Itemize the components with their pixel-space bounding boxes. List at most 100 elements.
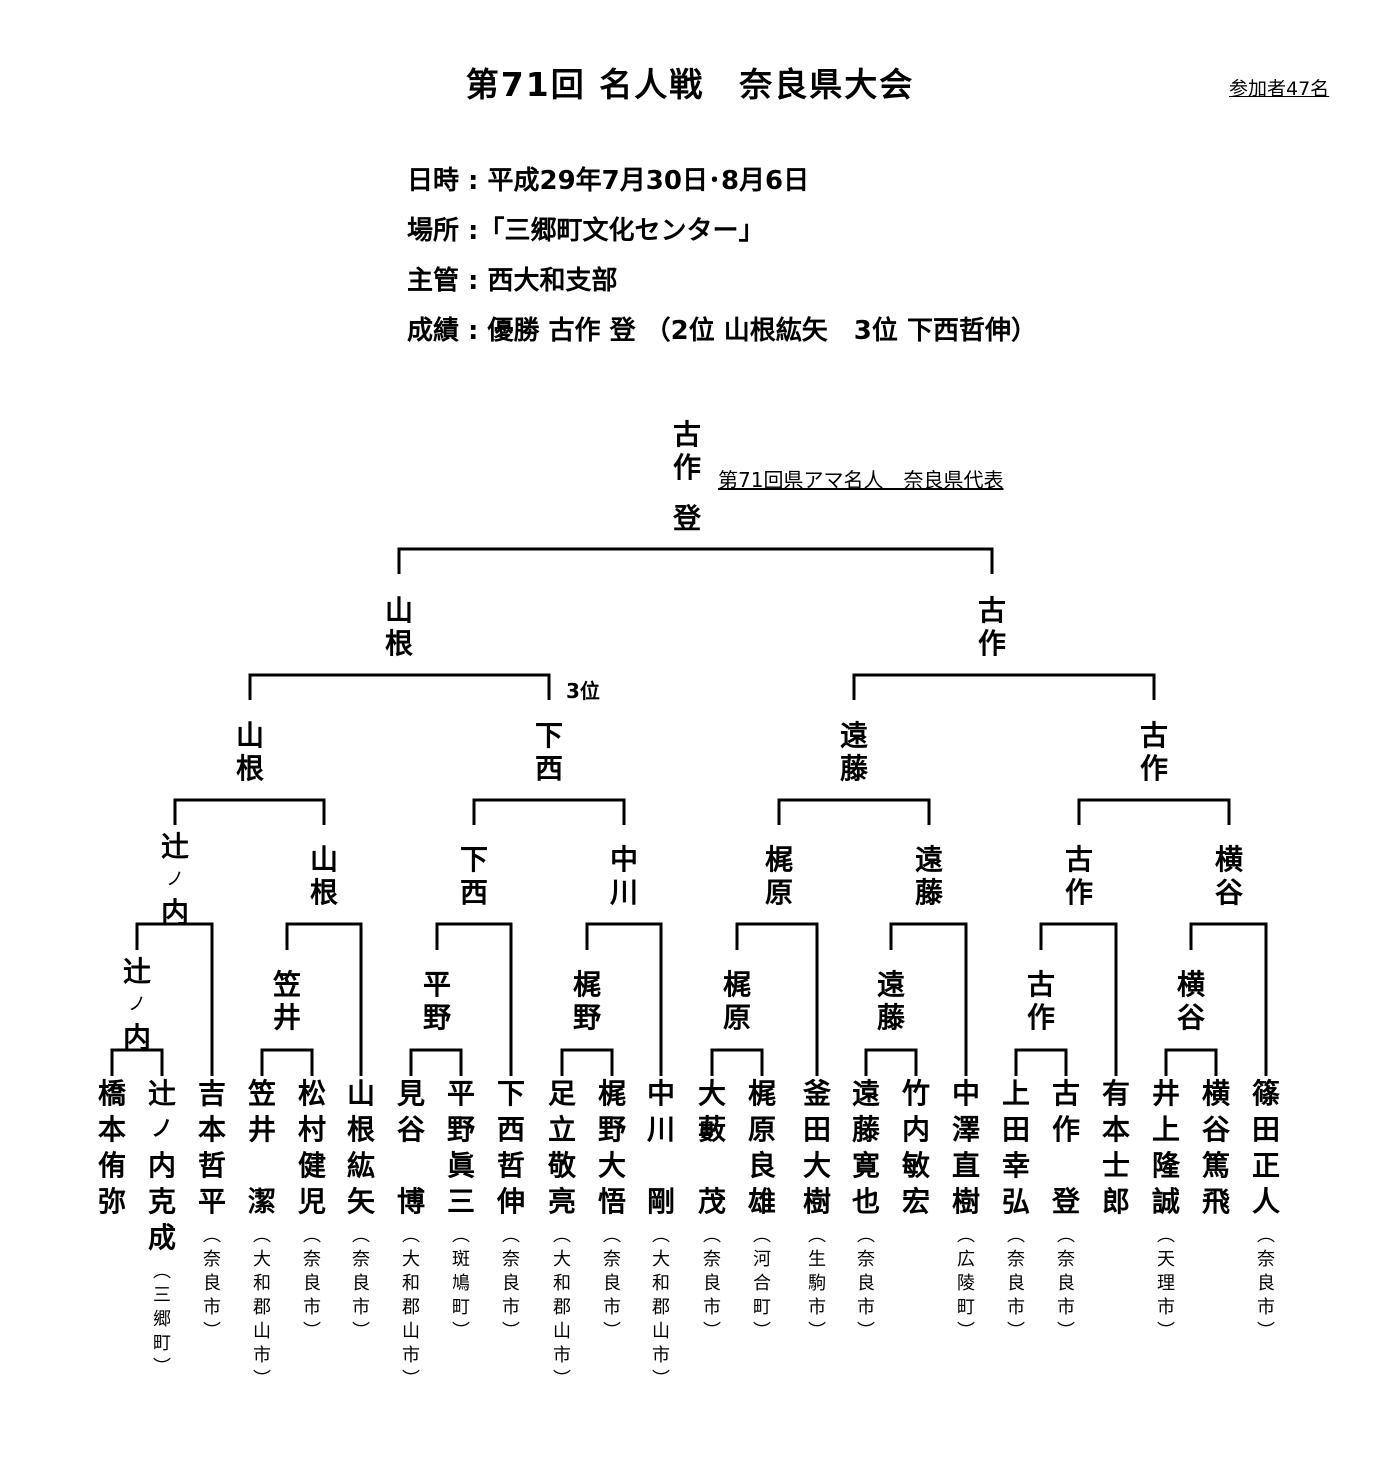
player-name: 中澤直樹	[951, 1077, 980, 1218]
quarterfinal-winner: 横谷	[1214, 843, 1243, 909]
bracket-line	[889, 922, 968, 1076]
player-entry: 大藪 茂 ︵奈良市︶	[689, 1076, 735, 1344]
player-city: ︵奈良市︶	[1007, 1225, 1025, 1342]
round2-winner: 笠井	[272, 968, 301, 1034]
player-name: 有本士郎	[1101, 1077, 1130, 1218]
player-city: ︵大和郡山市︶	[253, 1225, 271, 1390]
player-entry: 橋本侑弥	[89, 1076, 135, 1220]
player-entry: 横谷篤飛	[1193, 1076, 1239, 1220]
player-city: ︵奈良市︶	[857, 1225, 875, 1342]
semifinal-winner: 遠藤	[839, 719, 868, 785]
player-entry: 梶原良雄 ︵河合町︶	[739, 1076, 785, 1344]
bracket-line	[435, 922, 513, 1076]
player-entry: 井上隆誠︵天理市︶	[1143, 1076, 1189, 1344]
player-name: 上田幸弘	[1001, 1077, 1030, 1218]
final-winner: 古作	[977, 594, 1006, 660]
player-name: 竹内敏宏	[901, 1077, 930, 1218]
bracket-line	[472, 798, 626, 825]
player-city: ︵奈良市︶	[1057, 1225, 1075, 1342]
player-city: ︵斑鳩町︶	[452, 1225, 470, 1342]
player-city: ︵大和郡山市︶	[652, 1225, 670, 1390]
player-city: ︵奈良市︶	[603, 1225, 621, 1342]
player-city: ︵奈良市︶	[502, 1225, 520, 1342]
player-name: 見谷 博	[396, 1077, 425, 1218]
player-name: 橋本侑弥	[97, 1077, 126, 1218]
bracket-line	[260, 1048, 314, 1076]
bracket-line	[710, 1048, 764, 1076]
player-name: 辻ノ内克成	[147, 1077, 176, 1254]
quarterfinal-winner: 辻ノ内	[160, 830, 189, 929]
player-entry: 平野眞三︵斑鳩町︶	[438, 1076, 484, 1344]
player-entry: 古作 登︵奈良市︶	[1043, 1076, 1089, 1344]
bracket-line	[1039, 922, 1118, 1076]
quarterfinal-winner: 梶原	[764, 843, 793, 909]
player-entry: 釜田大樹︵生駒市︶	[794, 1076, 840, 1344]
player-entry: 笠井 潔 ︵大和郡山市︶	[239, 1076, 285, 1392]
player-name: 横谷篤飛	[1201, 1077, 1230, 1218]
bracket-line	[1164, 1048, 1218, 1076]
bracket-line	[560, 1048, 614, 1076]
player-name: 梶原良雄	[747, 1077, 776, 1218]
player-name: 大藪 茂	[697, 1077, 726, 1218]
player-city: ︵大和郡山市︶	[553, 1225, 571, 1390]
player-name: 井上隆誠	[1151, 1077, 1180, 1218]
bracket-line	[248, 673, 551, 700]
player-entry: 足立敬亮 ︵大和郡山市︶	[539, 1076, 585, 1392]
info-results: 成績 : 優勝 古作 登 （2位 山根紘矢 3位 下西哲伸）	[407, 316, 1037, 346]
player-name: 遠藤寛也	[851, 1077, 880, 1218]
page-title: 第71回 名人戦 奈良県大会	[465, 65, 915, 104]
round2-winner: 平野	[422, 968, 451, 1034]
round2-winner: 古作	[1026, 968, 1055, 1034]
player-entry: 山根紘矢︵奈良市︶	[338, 1076, 384, 1344]
player-entry: 中川 剛 ︵大和郡山市︶	[638, 1076, 684, 1392]
player-name: 吉本哲平	[197, 1077, 226, 1218]
player-entry: 松村健児︵奈良市︶	[289, 1076, 335, 1344]
bracket-line	[777, 798, 931, 825]
bracket-line	[135, 922, 214, 1076]
round2-winner: 横谷	[1176, 968, 1205, 1034]
player-city: ︵河合町︶	[753, 1225, 771, 1342]
bracket-line	[585, 922, 663, 1076]
player-city: ︵広陵町︶	[957, 1225, 975, 1342]
player-city: ︵奈良市︶	[352, 1225, 370, 1342]
bracket-line	[864, 1048, 918, 1076]
bracket-line	[173, 798, 326, 825]
round2-winner: 辻ノ内	[122, 955, 151, 1054]
player-city: ︵奈良市︶	[703, 1225, 721, 1342]
player-city: ︵大和郡山市︶	[402, 1225, 420, 1390]
player-entry: 辻ノ内克成 ︵三郷町︶	[139, 1076, 185, 1380]
player-name: 下西哲伸	[496, 1077, 525, 1218]
player-entry: 吉本哲平 ︵奈良市︶	[189, 1076, 235, 1344]
quarterfinal-winner: 中川	[609, 843, 638, 909]
info-organizer: 主管 : 西大和支部	[407, 266, 618, 296]
bracket-line	[735, 922, 819, 1076]
player-entry: 梶野大悟 ︵奈良市︶	[589, 1076, 635, 1344]
bracket-line	[852, 673, 1156, 700]
player-city: ︵奈良市︶	[203, 1225, 221, 1342]
player-city: ︵生駒市︶	[808, 1225, 826, 1342]
bracket-line	[1014, 1048, 1068, 1076]
player-name: 笠井 潔	[247, 1077, 276, 1218]
player-name: 足立敬亮	[547, 1077, 576, 1218]
semifinal-winner: 古作	[1139, 719, 1168, 785]
bracket-line	[1077, 798, 1231, 825]
player-name: 梶野大悟	[597, 1077, 626, 1218]
quarterfinal-winner: 古作	[1064, 843, 1093, 909]
semifinal-winner: 山根	[235, 719, 264, 785]
player-entry: 見谷 博 ︵大和郡山市︶	[388, 1076, 434, 1392]
quarterfinal-winner: 下西	[459, 843, 488, 909]
bracket-line	[397, 547, 994, 574]
player-city: ︵奈良市︶	[303, 1225, 321, 1342]
champion-caption: 第71回県アマ名人 奈良県代表	[718, 468, 1004, 492]
round2-winner: 梶野	[572, 968, 601, 1034]
quarterfinal-winner: 遠藤	[914, 843, 943, 909]
player-entry: 上田幸弘 ︵奈良市︶	[993, 1076, 1039, 1344]
player-city: ︵三郷町︶	[153, 1261, 171, 1378]
info-venue: 場所 :「三郷町文化センター」	[407, 216, 765, 246]
info-date: 日時 : 平成29年7月30日･8月6日	[407, 166, 810, 196]
player-entry: 竹内敏宏	[893, 1076, 939, 1220]
semifinal-winner: 下西	[534, 719, 563, 785]
player-entry: 篠田正人︵奈良市︶	[1243, 1076, 1289, 1344]
player-name: 中川 剛	[646, 1077, 675, 1218]
